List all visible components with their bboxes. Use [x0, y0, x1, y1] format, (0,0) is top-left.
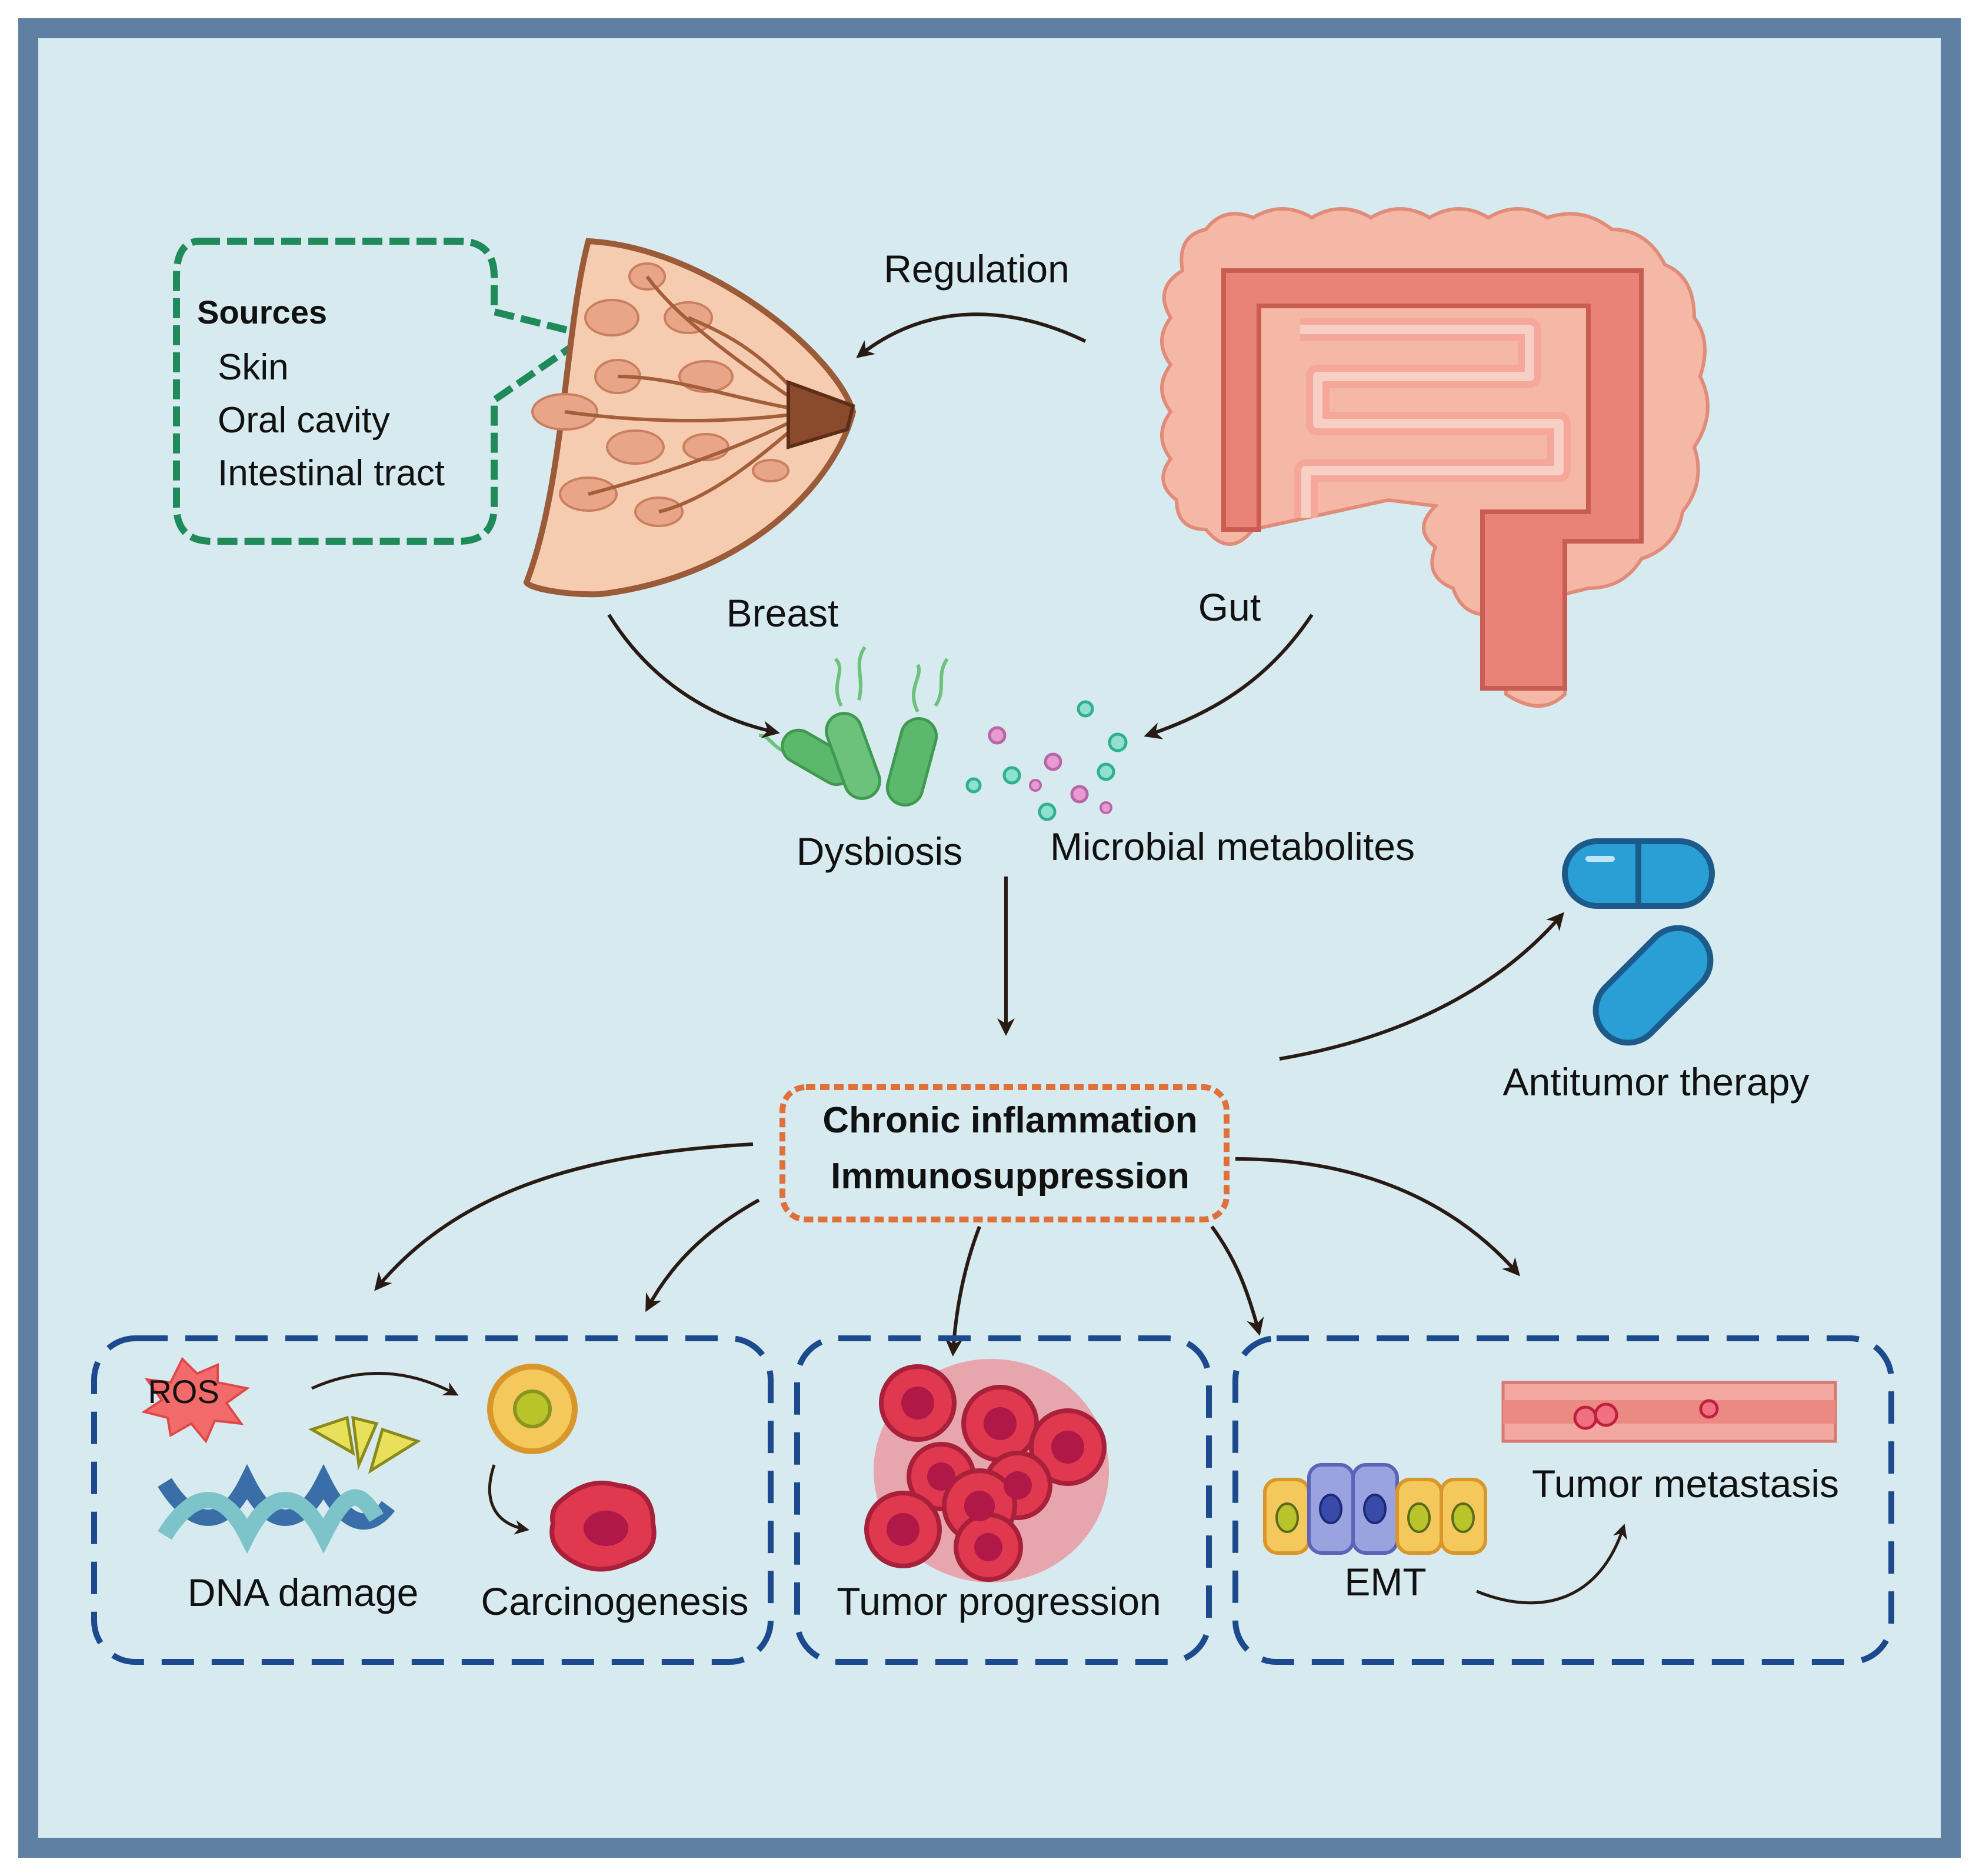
inflammation-box: Chronic inflammation Immunosuppression [779, 1084, 1230, 1222]
scissors-icon [308, 1415, 421, 1474]
tumor-cluster-icon [864, 1359, 1109, 1582]
regulation-label: Regulation [884, 247, 1070, 291]
sources-callout: Sources Skin Oral cavity Intestinal trac… [173, 238, 597, 545]
arrow-gut-to-breast [856, 312, 1087, 358]
emt-label: EMT [1344, 1560, 1426, 1604]
chronic-inflammation-label: Chronic inflammation [822, 1100, 1197, 1141]
metabolites-icon [965, 700, 1128, 821]
sources-item-skin: Skin [218, 347, 289, 388]
dna-helix-icon [158, 1464, 395, 1554]
arrow-to-emt [1210, 1225, 1264, 1336]
immunosuppression-label: Immunosuppression [831, 1156, 1190, 1197]
arrow-breast-to-dysbiosis [607, 614, 780, 738]
arrow-cell-to-cancer [488, 1464, 529, 1535]
tumor-progression-label: Tumor progression [837, 1580, 1161, 1623]
sources-callout-border [173, 238, 597, 545]
sources-item-intestinal-tract: Intestinal tract [218, 453, 445, 494]
ros-label: ROS [148, 1373, 219, 1410]
arrow-to-antitumor-therapy [1279, 912, 1564, 1061]
panel-tumor-progression [794, 1335, 1212, 1665]
gut-label: Gut [1198, 585, 1261, 629]
carcinogenesis-label: Carcinogenesis [481, 1580, 749, 1623]
dysbiosis-label: Dysbiosis [797, 829, 962, 873]
arrow-emt-to-metastasis [1476, 1524, 1627, 1605]
tumor-metastasis-label: Tumor metastasis [1532, 1462, 1839, 1505]
panel-metastasis [1232, 1335, 1894, 1665]
arrow-to-metastasis [1235, 1157, 1520, 1277]
arrow-ros-to-cell [311, 1372, 459, 1396]
arrow-gut-to-metabolites [1144, 614, 1314, 739]
blood-vessel-icon [1501, 1381, 1837, 1443]
emt-cells-icon [1263, 1463, 1487, 1555]
sources-title: Sources [197, 294, 327, 331]
ros-star-icon [141, 1357, 250, 1444]
panel-carcinogenesis [91, 1335, 774, 1665]
breast-label: Breast [727, 591, 839, 635]
cancer-cell-icon [549, 1480, 657, 1572]
breast-illustration [523, 238, 857, 598]
gut-illustration [1160, 207, 1710, 708]
sources-item-oral-cavity: Oral cavity [218, 400, 390, 441]
arrow-to-carcinogenesis [645, 1198, 760, 1312]
dna-damage-label: DNA damage [188, 1571, 419, 1614]
bacteria-icon [758, 646, 949, 807]
antitumor-therapy-label: Antitumor therapy [1503, 1060, 1810, 1104]
microbial-metabolites-label: Microbial metabolites [1050, 825, 1415, 868]
pill-icon [1562, 838, 1715, 1046]
arrow-to-dna-damage [374, 1142, 754, 1291]
normal-cell-icon [487, 1364, 578, 1454]
